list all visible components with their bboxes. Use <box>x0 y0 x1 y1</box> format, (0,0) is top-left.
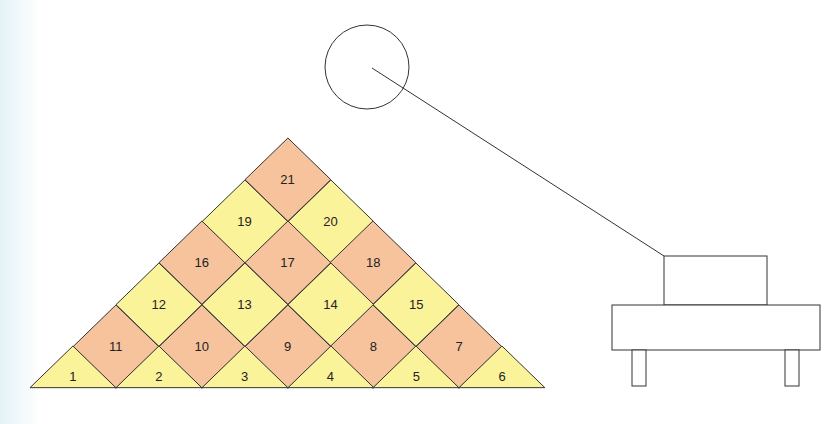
block-number: 21 <box>280 173 294 186</box>
robot-arm <box>372 68 664 256</box>
robot-leg <box>632 350 646 386</box>
block-number: 6 <box>498 370 505 383</box>
block-number: 15 <box>409 298 423 311</box>
block-number: 18 <box>366 256 380 269</box>
block-outline <box>373 346 459 388</box>
robot-leg <box>785 350 799 386</box>
block-outline <box>116 346 202 388</box>
block-number: 2 <box>155 370 162 383</box>
block-number: 20 <box>323 215 337 228</box>
robot-head <box>664 256 767 305</box>
block-number: 11 <box>109 340 123 353</box>
block-number: 5 <box>413 370 420 383</box>
block-number: 14 <box>323 298 337 311</box>
block-number: 16 <box>194 256 208 269</box>
triangle-block: 3 <box>202 346 288 388</box>
block-outline <box>30 346 116 388</box>
block-number: 1 <box>69 370 76 383</box>
block-number: 10 <box>194 340 208 353</box>
block-number: 4 <box>327 370 334 383</box>
triangle-block: 2 <box>116 346 202 388</box>
triangle-block: 4 <box>288 346 374 388</box>
block-number: 19 <box>237 215 251 228</box>
block-number: 8 <box>370 340 377 353</box>
block-outline <box>459 346 545 388</box>
ball <box>325 25 409 109</box>
triangle-block: 1 <box>30 346 116 388</box>
triangle-block: 5 <box>373 346 459 388</box>
robot-body <box>612 305 820 350</box>
block-number: 13 <box>237 298 251 311</box>
block-number: 12 <box>152 298 166 311</box>
triangle-block: 6 <box>459 346 545 388</box>
block-number: 7 <box>456 340 463 353</box>
block-outline <box>288 346 374 388</box>
block-number: 17 <box>280 256 294 269</box>
block-outline <box>202 346 288 388</box>
block-number: 3 <box>241 370 248 383</box>
block-number: 9 <box>284 340 291 353</box>
